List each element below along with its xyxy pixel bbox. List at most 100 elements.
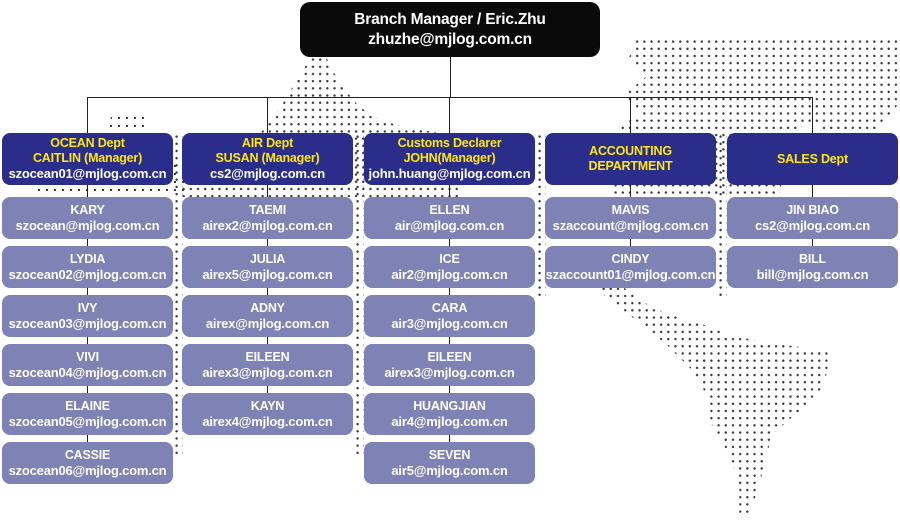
world-map-dots-south-america (600, 278, 831, 514)
member-email: airex3@mjlog.com.cn (202, 365, 333, 380)
world-map-dots-gutter (536, 133, 546, 300)
member-name: ELLEN (429, 203, 470, 217)
connector-drop (812, 97, 813, 133)
world-map-dots-gutter (717, 133, 727, 300)
member-email: airex@mjlog.com.cn (205, 316, 330, 331)
dept-title-line: DEPARTMENT (588, 159, 673, 173)
member-name: CASSIE (64, 448, 111, 462)
member-name: CINDY (611, 252, 650, 266)
member-name: JIN BIAO (786, 203, 839, 217)
member-name: ADNY (250, 301, 285, 315)
dept-title-line: Customs Declarer (397, 136, 502, 150)
member-email: airex2@mjlog.com.cn (202, 218, 333, 233)
member-email: air3@mjlog.com.cn (391, 316, 508, 331)
dept-title-line: ACCOUNTING (589, 144, 672, 158)
member-email: bill@mjlog.com.cn (756, 267, 869, 282)
member-email: airex4@mjlog.com.cn (202, 414, 333, 429)
connector-bus (87, 97, 813, 98)
member-name: CARA (431, 301, 468, 315)
member-name: MAVIS (611, 203, 650, 217)
member-name: JULIA (249, 252, 286, 266)
member-name: HUANGJIAN (413, 399, 486, 413)
member-name: ELAINE (65, 399, 110, 413)
member-email: szocean@mjlog.com.cn (15, 218, 160, 233)
root-email: zhuzhe@mjlog.com.cn (368, 30, 532, 48)
root-title: Branch Manager / Eric.Zhu (354, 10, 546, 28)
member-email: air4@mjlog.com.cn (391, 414, 508, 429)
member-email: air5@mjlog.com.cn (391, 463, 508, 478)
member-name: TAEMI (249, 203, 286, 217)
dept-email: szocean01@mjlog.com.cn (8, 166, 167, 181)
dept-title-line: SALES Dept (777, 151, 848, 166)
member-name: ICE (439, 252, 460, 266)
member-name: KAYN (250, 399, 285, 413)
member-name: BILL (799, 252, 826, 266)
member-email: szaccount01@mjlog.com.cn (545, 267, 716, 282)
member-name: EILEEN (245, 350, 290, 364)
connector-drop (449, 97, 450, 133)
member-name: LYDIA (69, 252, 106, 266)
world-map-dots-gutter (354, 133, 364, 455)
member-email: airex3@mjlog.com.cn (384, 365, 515, 380)
column-connector-line (267, 185, 268, 399)
member-email: szocean06@mjlog.com.cn (8, 463, 167, 478)
connector-drop (267, 97, 268, 133)
member-email: szocean05@mjlog.com.cn (8, 414, 167, 429)
connector-drop (630, 97, 631, 133)
dept-title-line: OCEAN Dept (50, 136, 125, 150)
dept-title-line: SUSAN (Manager) (215, 151, 320, 165)
member-email: szocean02@mjlog.com.cn (8, 267, 167, 282)
dept-title-line: JOHN(Manager) (403, 151, 496, 165)
connector-drop (87, 97, 88, 133)
member-name: IVY (77, 301, 98, 315)
member-email: szocean04@mjlog.com.cn (8, 365, 167, 380)
member-name: KARY (70, 203, 105, 217)
member-name: VIVI (76, 350, 99, 364)
member-name: EILEEN (427, 350, 472, 364)
member-name: SEVEN (428, 448, 471, 462)
dept-title-line: CAITLIN (Manager) (32, 151, 143, 165)
member-email: cs2@mjlog.com.cn (755, 218, 870, 233)
member-email: airex5@mjlog.com.cn (202, 267, 333, 282)
connector-stem (449, 57, 451, 97)
world-map-dots-gutter (173, 133, 183, 455)
dept-email: cs2@mjlog.com.cn (210, 166, 325, 181)
dept-email: john.huang@mjlog.com.cn (368, 166, 531, 181)
member-email: air@mjlog.com.cn (394, 218, 505, 233)
root-node: Branch Manager / Eric.Zhu zhuzhe@mjlog.c… (300, 2, 600, 57)
member-email: air2@mjlog.com.cn (391, 267, 508, 282)
member-email: szocean03@mjlog.com.cn (8, 316, 167, 331)
dept-title-line: AIR Dept (241, 136, 294, 150)
